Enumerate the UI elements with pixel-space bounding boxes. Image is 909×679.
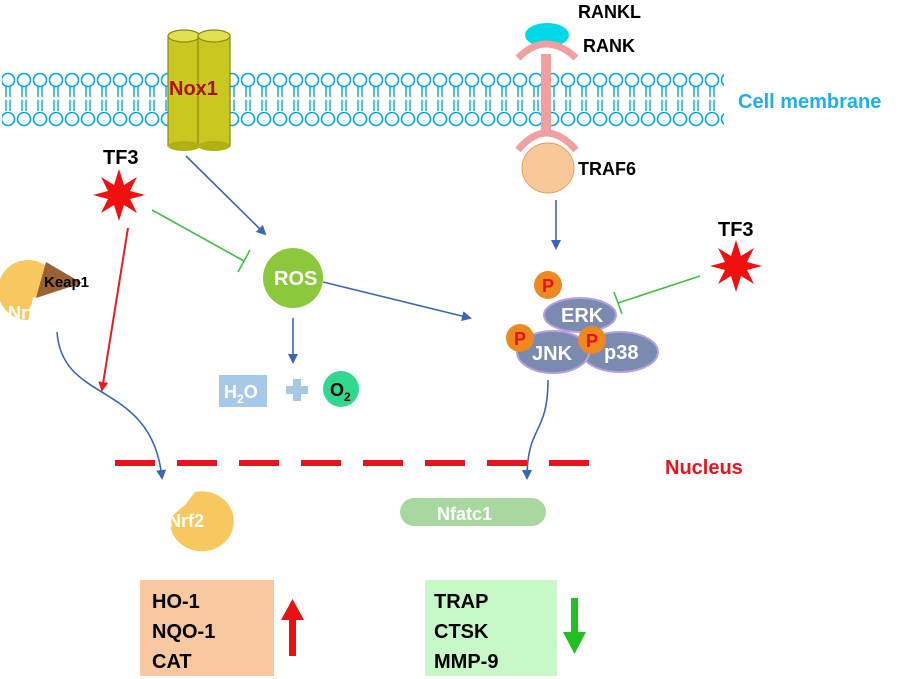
nrf2-cyto-label: Nrf2 bbox=[8, 303, 44, 323]
osteoclast-gene-1: TRAP bbox=[434, 591, 488, 613]
h2o-label: H2O bbox=[224, 382, 258, 406]
p38-label: p38 bbox=[604, 342, 638, 364]
phospho-erk-label: P bbox=[542, 276, 554, 296]
arrow-tf3-nrf2 bbox=[98, 227, 129, 392]
tf3-right-label: TF3 bbox=[718, 219, 754, 241]
phospho-jnk-icon bbox=[506, 324, 534, 352]
traf6-label: TRAF6 bbox=[578, 159, 636, 179]
cell-membrane bbox=[2, 66, 724, 136]
antioxidant-gene-1: HO-1 bbox=[152, 591, 200, 613]
keap1-shape bbox=[36, 262, 82, 298]
inhibit-tf3-ros bbox=[151, 209, 251, 273]
inhibit-tf3-mapk bbox=[613, 275, 701, 315]
arrow-nrf2-nucleus bbox=[56, 331, 167, 480]
osteoclast-gene-3: MMP-9 bbox=[434, 651, 498, 673]
erk-label: ERK bbox=[561, 305, 604, 327]
phospho-p38-icon bbox=[578, 326, 606, 354]
tf3-right-icon bbox=[710, 240, 762, 292]
arrow-nox1-ros bbox=[185, 155, 267, 236]
osteoclast-gene-box bbox=[425, 580, 557, 676]
cell-membrane-label: Cell membrane bbox=[738, 91, 881, 113]
antioxidant-gene-box bbox=[140, 580, 274, 676]
ros-label: ROS bbox=[274, 268, 317, 290]
phospho-p38-label: P bbox=[586, 331, 598, 351]
plus-icon bbox=[286, 379, 308, 401]
rankl-label: RANKL bbox=[578, 2, 641, 22]
nox1-label: Nox1 bbox=[169, 78, 218, 100]
nrf2-nucleus-label: Nrf2 bbox=[168, 511, 204, 531]
arrow-mapk-nfatc1 bbox=[522, 379, 549, 480]
phospho-jnk-label: P bbox=[514, 329, 526, 349]
rankl-ligand bbox=[525, 23, 569, 47]
tf3-left-label: TF3 bbox=[103, 147, 139, 169]
rank-receptor bbox=[515, 40, 579, 153]
antioxidant-gene-3: CAT bbox=[152, 651, 192, 673]
nfatc1-label: Nfatc1 bbox=[437, 504, 492, 524]
rank-label: RANK bbox=[583, 36, 635, 56]
o2-label: O2 bbox=[330, 380, 351, 404]
phospho-erk-icon bbox=[534, 271, 562, 299]
nrf2-nucleus-shape bbox=[169, 491, 234, 552]
nfatc1-node bbox=[400, 498, 546, 526]
up-arrow-icon bbox=[281, 599, 304, 656]
erk-node bbox=[543, 297, 617, 333]
h2o-box bbox=[219, 375, 267, 407]
nox1-channel bbox=[167, 29, 231, 151]
arrow-ros-mapk bbox=[322, 281, 472, 321]
jnk-label: JNK bbox=[532, 343, 573, 365]
tf3-left-icon bbox=[93, 169, 145, 221]
keap1-label: Keap1 bbox=[44, 274, 89, 291]
antioxidant-gene-2: NQO-1 bbox=[152, 621, 215, 643]
ros-node bbox=[263, 248, 323, 308]
traf6-protein bbox=[521, 142, 575, 194]
down-arrow-icon bbox=[563, 598, 586, 654]
nucleus-label: Nucleus bbox=[665, 457, 743, 479]
o2-node bbox=[323, 371, 359, 407]
osteoclast-gene-2: CTSK bbox=[434, 621, 489, 643]
